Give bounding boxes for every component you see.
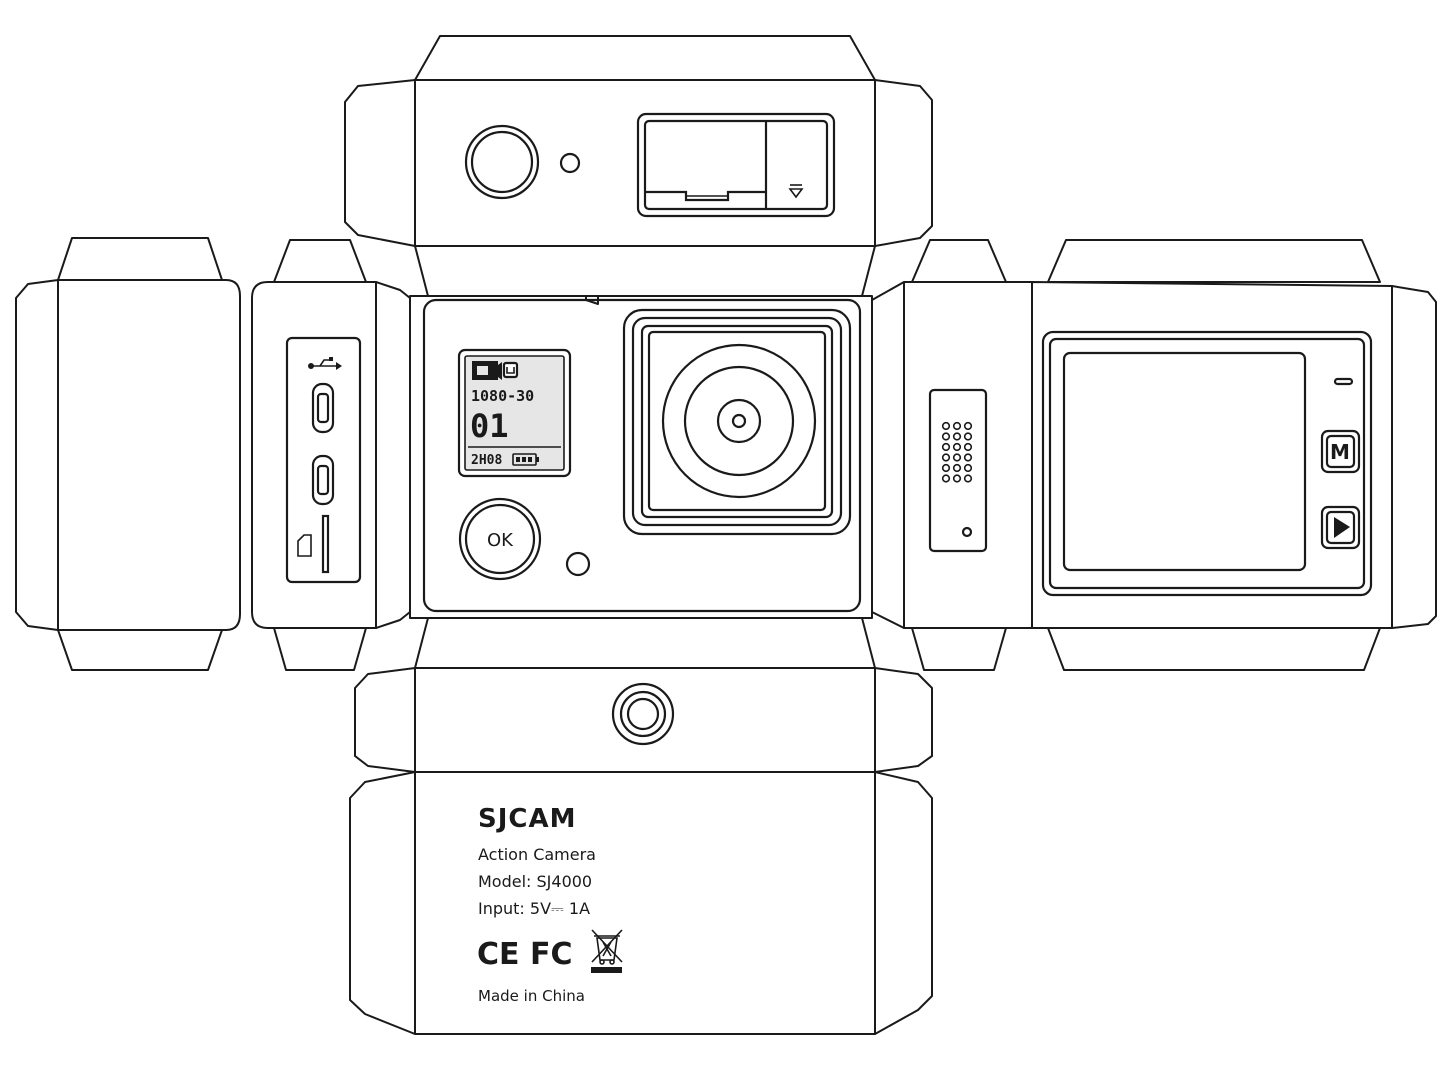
speaker-hole: [952, 453, 962, 462]
weee-bin-icon: [591, 929, 623, 973]
ok-button: [458, 497, 542, 581]
label-right-tab: [874, 771, 933, 1035]
speaker-hole: [952, 442, 962, 452]
usb-icon: [308, 357, 342, 370]
back-screen: [1062, 351, 1307, 572]
wifi-led-icon: [559, 152, 581, 174]
shutter-button-icon: [464, 124, 540, 200]
bottom-mount-face-group: [354, 617, 933, 773]
top-face-group: [344, 35, 933, 297]
play-icon: [1334, 517, 1350, 538]
left-outer-side-tab: [15, 279, 59, 631]
right-side-top-flap: [911, 239, 1007, 283]
speaker-hole: [952, 474, 962, 483]
top-flap: [414, 35, 876, 81]
label-left-tab: [349, 771, 416, 1035]
microphone-icon: [961, 526, 973, 538]
top-left-tab: [344, 79, 416, 247]
input-text: Input: 5V⎓ 1A: [478, 899, 590, 918]
left-side-bottom-flap: [273, 627, 367, 671]
back-side-tab: [1391, 285, 1437, 629]
front-face-group: 1080-30 01 2H08 OK: [409, 295, 873, 619]
speaker-hole: [963, 474, 973, 483]
front-lcd-screen: [464, 355, 565, 471]
front-indicator-icon: [565, 551, 591, 577]
mount-right-tab: [874, 667, 933, 773]
product-name: Action Camera: [478, 845, 596, 864]
m-button-label: M: [1330, 440, 1350, 464]
left-outer-face: [57, 279, 241, 631]
speaker-hole: [941, 421, 951, 431]
right-side-face-group: [871, 239, 1033, 671]
lcd-count: 01: [470, 407, 509, 445]
front-bottom-tab: [414, 617, 876, 669]
top-right-tab: [874, 79, 933, 247]
sd-slot-icon: [321, 514, 330, 574]
eject-icon: [788, 184, 804, 199]
right-side-inner-tab: [871, 281, 905, 629]
back-bottom-flap: [1047, 627, 1381, 671]
speaker-hole: [952, 463, 962, 473]
left-outer-bottom-flap: [57, 629, 223, 671]
battery-icon: [512, 453, 539, 466]
battery-door: [636, 112, 836, 218]
sd-card-icon: [297, 534, 312, 557]
speaker-hole: [963, 432, 973, 441]
speaker-hole: [941, 442, 951, 452]
label-face-group: SJCAM Action Camera Model: SJ4000 Input:…: [349, 771, 933, 1035]
m-button: [1320, 429, 1361, 474]
back-face-group: M: [1031, 239, 1437, 671]
speaker-hole: [941, 474, 951, 483]
speaker-hole: [963, 442, 973, 452]
made-in-text: Made in China: [478, 987, 585, 1005]
ce-mark: CE: [477, 937, 520, 972]
speaker-hole: [963, 453, 973, 462]
speaker-hole: [941, 453, 951, 462]
speaker-hole: [941, 432, 951, 441]
lcd-resolution: 1080-30: [471, 387, 534, 405]
speaker-hole: [963, 421, 973, 431]
speaker-hole: [952, 432, 962, 441]
left-side-top-flap: [273, 239, 367, 283]
hdmi-port-icon: [311, 454, 335, 506]
status-led-icon: [1333, 377, 1354, 386]
left-outer-top-flap: [57, 237, 223, 281]
model-text: Model: SJ4000: [478, 872, 592, 891]
speaker-hole: [941, 463, 951, 473]
fc-mark: FC: [530, 937, 573, 972]
video-mode-icon: [472, 361, 519, 380]
right-side-bottom-flap: [911, 627, 1007, 671]
back-top-flap: [1047, 239, 1381, 283]
top-front-tab: [414, 245, 876, 297]
lcd-time: 2H08: [471, 453, 502, 468]
speaker-hole: [963, 463, 973, 473]
left-outer-face-group: [15, 237, 241, 671]
ok-button-label: OK: [487, 530, 514, 551]
brand-logo: SJCAM: [478, 804, 576, 834]
label-face: [414, 771, 876, 1035]
left-side-tab: [375, 281, 411, 629]
left-side-face-group: [251, 239, 411, 671]
speaker-hole: [952, 421, 962, 431]
micro-usb-port-icon: [311, 382, 335, 434]
speaker-grille-icon: [941, 421, 973, 483]
mount-left-tab: [354, 667, 416, 773]
